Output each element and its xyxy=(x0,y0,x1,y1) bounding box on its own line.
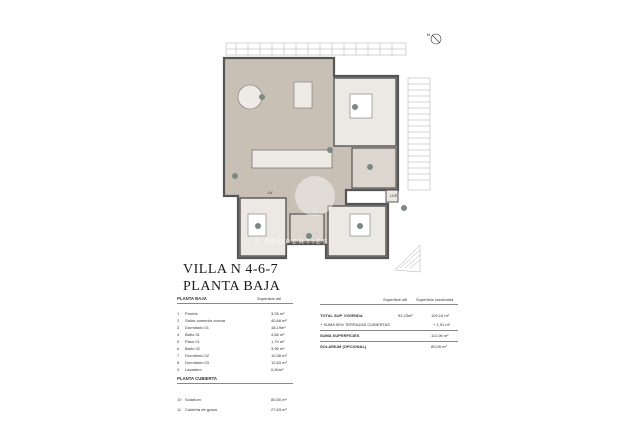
row-num: 4 xyxy=(177,332,180,337)
exterior-stairs xyxy=(394,244,421,273)
row-num: 9 xyxy=(177,367,180,372)
row-num: 7 xyxy=(177,353,180,358)
pergola-right xyxy=(407,77,431,191)
row-name: Cubierta de grava xyxy=(185,407,217,412)
row-construida: 111,06 m² xyxy=(431,333,449,338)
row-value: 10,38 m² xyxy=(271,353,287,358)
row-value: 3,25 m² xyxy=(271,311,285,316)
planta-title: PLANTA BAJA xyxy=(183,279,281,294)
row-num: 2 xyxy=(177,318,180,323)
row-value: 12,63 m² xyxy=(271,360,287,365)
marker-8 xyxy=(357,223,363,229)
divider xyxy=(320,330,458,331)
row-name: Dormitorio 03 xyxy=(185,360,210,365)
row-name: Paso 01 xyxy=(185,339,200,344)
row-name: TOTAL SUP. VIVIENDA xyxy=(320,313,363,318)
row-num: 3 xyxy=(177,325,180,330)
row-num: 5 xyxy=(177,339,180,344)
row-util: 92,23m² xyxy=(398,313,413,318)
row-num: 6 xyxy=(177,346,180,351)
row-name: Lavadero xyxy=(185,367,202,372)
marker-7 xyxy=(255,223,261,229)
watermark-logo xyxy=(295,176,335,216)
divider xyxy=(320,341,458,342)
lve-label: LVE xyxy=(390,193,398,198)
pergola-top xyxy=(225,42,407,56)
bed-01 xyxy=(349,93,373,119)
bath-02 xyxy=(289,213,325,243)
villa-title: VILLA N 4-6-7 xyxy=(183,262,279,277)
kitchen-counter xyxy=(251,149,333,169)
row-value: 40,68 m² xyxy=(271,318,287,323)
row-value: 3,96 m² xyxy=(271,346,285,351)
row-value: 0,60m² xyxy=(271,367,284,372)
row-name: Dormitorio 01 xyxy=(185,325,210,330)
divider xyxy=(177,303,293,304)
bath-01 xyxy=(351,147,397,189)
marker-5 xyxy=(401,205,407,211)
row-value: 80,55 m² xyxy=(271,397,287,402)
divider xyxy=(320,304,458,305)
divider xyxy=(177,383,293,384)
row-name: Dormitorio 02 xyxy=(185,353,210,358)
row-num: 10 xyxy=(177,397,182,402)
row-value: 1,70 m² xyxy=(271,339,285,344)
marker-4 xyxy=(367,164,373,170)
marker-1 xyxy=(232,173,238,179)
row-value: 27,63 m² xyxy=(271,407,287,412)
row-num: 8 xyxy=(177,360,180,365)
lv-label: LV xyxy=(268,190,273,195)
sofa xyxy=(293,81,313,109)
marker-3 xyxy=(352,104,358,110)
row-construida: 109,15 m² xyxy=(431,313,450,318)
row-name: Baño 01 xyxy=(185,332,200,337)
row-value: 18,19m² xyxy=(271,325,286,330)
marker-9 xyxy=(327,147,333,153)
watermark-text: J PROPERTIES xyxy=(255,239,329,246)
row-num: 1 xyxy=(177,311,180,316)
row-name: Salón-comedor-cocina xyxy=(185,318,226,323)
row-name: Baño 02 xyxy=(185,346,200,351)
marker-2 xyxy=(259,94,265,100)
right-col2-header: Superficie construida xyxy=(416,297,454,302)
section-planta-baja: PLANTA BAJA xyxy=(177,296,207,301)
row-construida: + 1,91 m² xyxy=(433,322,451,327)
row-construida: 89,05 m² xyxy=(431,344,447,349)
room-markers xyxy=(232,94,407,239)
row-name: Solarium xyxy=(185,397,201,402)
row-name: SOLARIUM (OPCIONAL) xyxy=(320,344,367,349)
section-planta-cubierta: PLANTA CUBIERTA xyxy=(177,376,218,381)
marker-6 xyxy=(306,233,312,239)
row-name: Porche xyxy=(185,311,198,316)
row-value: 4,68 m² xyxy=(271,332,285,337)
right-col1-header: Superficie útil xyxy=(383,297,408,302)
row-name: + SUMA 50% TERRAZAS CUBIERTAS xyxy=(320,322,390,327)
row-num: 11 xyxy=(177,407,182,412)
left-col-header: Superficie útil xyxy=(257,296,282,301)
compass-label: N xyxy=(427,32,430,37)
bedroom-02 xyxy=(239,197,287,257)
dining-table xyxy=(237,84,263,110)
laundry xyxy=(385,189,399,203)
row-name: SUMA SUPERFICIES xyxy=(320,333,360,338)
compass-icon xyxy=(430,33,442,45)
